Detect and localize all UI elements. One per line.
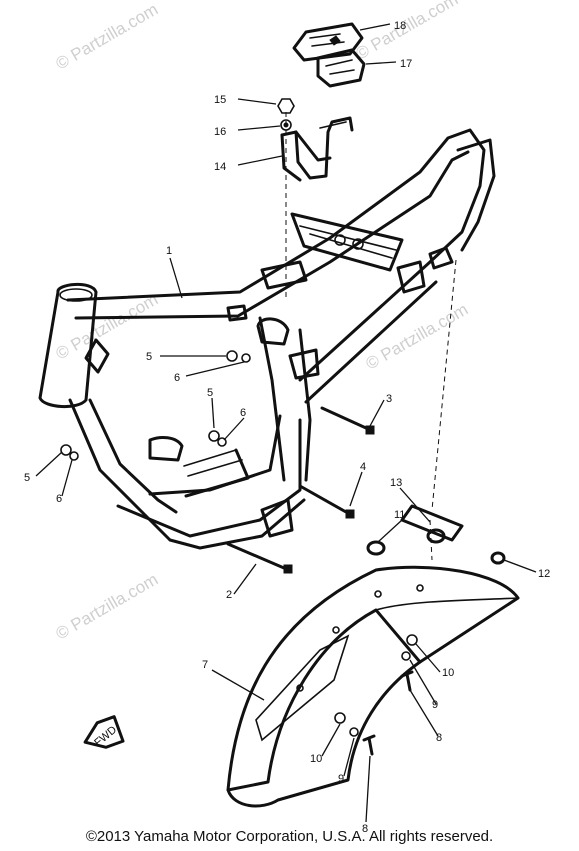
callout-5: 5: [207, 387, 213, 399]
callout-7: 7: [202, 659, 208, 671]
callout-8: 8: [362, 823, 368, 835]
callout-6: 6: [174, 372, 180, 384]
watermark: © Partzilla.com: [53, 570, 162, 644]
callout-17: 17: [400, 58, 412, 70]
callout-4: 4: [360, 461, 366, 473]
callout-5: 5: [24, 472, 30, 484]
rear-fender: [226, 565, 520, 808]
fender-fasteners: [334, 634, 418, 756]
callout-11: 11: [394, 509, 405, 521]
callout-13: 13: [390, 477, 402, 489]
callout-10: 10: [442, 667, 454, 679]
callout-6: 6: [56, 493, 62, 505]
callout-5: 5: [146, 351, 152, 363]
callout-12: 12: [538, 568, 550, 580]
mount-bolts: [226, 406, 375, 574]
callout-16: 16: [214, 126, 226, 138]
nut-washer-15-16: [277, 98, 295, 300]
callout-6: 6: [240, 407, 246, 419]
leader-lines: [35, 23, 537, 823]
main-frame: [38, 128, 496, 550]
battery-bracket: [280, 116, 354, 182]
callout-8: 8: [436, 732, 442, 744]
callout-2: 2: [226, 589, 232, 601]
callout-9: 9: [338, 773, 344, 785]
fwd-arrow: FWD: [83, 715, 125, 749]
callout-1: 1: [166, 245, 172, 257]
callout-3: 3: [386, 393, 392, 405]
callout-10: 10: [310, 753, 322, 765]
grommets-nuts: [366, 528, 506, 565]
callout-14: 14: [214, 161, 226, 173]
callout-numbers: 18 17 15 16 14 1 5 6 5 6 3 5 6 4 13 11 1…: [24, 20, 550, 835]
copyright-footer: ©2013 Yamaha Motor Corporation, U.S.A. A…: [85, 828, 494, 845]
watermark: © Partzilla.com: [53, 0, 162, 73]
small-nuts-washers: [60, 350, 251, 461]
callout-18: 18: [394, 20, 406, 32]
callout-15: 15: [214, 94, 226, 106]
battery-cover-assembly: [292, 22, 366, 88]
callout-9: 9: [432, 699, 438, 711]
watermark: © Partzilla.com: [353, 0, 462, 63]
